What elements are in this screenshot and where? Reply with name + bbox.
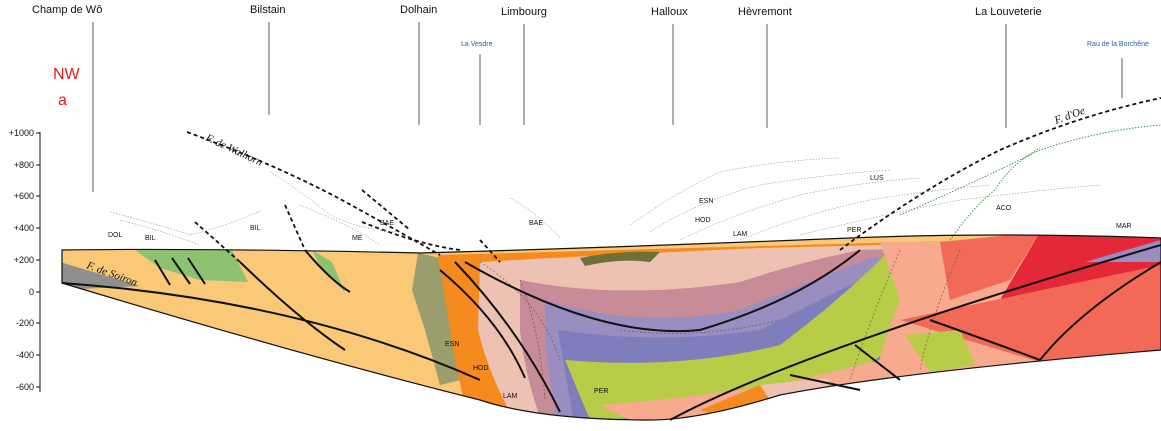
unit-label-per: PER <box>594 388 608 395</box>
ground-line-eastern-b <box>949 147 1041 241</box>
unit-label-esn: ESN <box>699 198 713 205</box>
unit-label-mar: MAR <box>1116 223 1132 230</box>
elevation-tick: -400 <box>15 350 34 360</box>
unit-label-hod: HOD <box>695 217 711 224</box>
locality-dolhain: Dolhain <box>400 4 438 16</box>
section-outline <box>61 234 1161 421</box>
river-rau-de-la-borchene: Rau de la Borchêne <box>1087 41 1149 48</box>
elevation-tick: -200 <box>15 318 34 328</box>
unit-label-lus: LUS <box>870 175 884 182</box>
unit-label-per: PER <box>847 227 861 234</box>
elevation-tick: -600 <box>15 382 34 392</box>
unit-label-me: ME <box>352 235 363 242</box>
elevation-tick: 0 <box>28 287 34 297</box>
geologic-units <box>62 235 1161 420</box>
fault-lines <box>61 244 1161 421</box>
unit-label-aco: ACO <box>996 205 1012 212</box>
unit-label-bil: BIL <box>250 225 261 232</box>
locality-la-louveterie: La Louveterie <box>975 6 1042 18</box>
river-la-vesdre: La Vesdre <box>461 41 493 48</box>
unit-label-lam: LAM <box>503 393 518 400</box>
ground-line-eastern <box>899 124 1161 216</box>
unit-label-lam: LAM <box>733 231 748 238</box>
unit-label-bae: BAE <box>380 220 394 227</box>
locality-hevremont: Hèvremont <box>738 6 792 18</box>
elevation-axis <box>36 132 41 392</box>
projected-faults <box>186 97 1161 263</box>
unit-label-dol: DOL <box>108 232 123 239</box>
eroded-layer-traces <box>109 157 1101 246</box>
locality-limbourg: Limbourg <box>501 6 547 18</box>
elevation-tick: +800 <box>13 160 34 170</box>
unit-label-bae: BAE <box>529 220 543 227</box>
locality-champ-de-wo: Champ de Wô <box>32 4 103 16</box>
fault-label-walhorn: F. de Walhorn <box>203 131 265 168</box>
elevation-tick: +1000 <box>8 128 34 138</box>
unit-label-esn: ESN <box>445 341 459 348</box>
unit-label-hod: HOD <box>473 365 489 372</box>
elevation-tick: +600 <box>13 191 34 201</box>
fault-label-oe: F. d'Oe <box>1052 105 1087 127</box>
unit-label-bil: BIL <box>145 235 156 242</box>
fault-oe-trace <box>839 97 1161 251</box>
locality-halloux: Halloux <box>651 6 688 18</box>
panel-letter: a <box>58 92 67 109</box>
orientation-direction: NW <box>53 66 80 83</box>
elevation-tick: +400 <box>13 223 34 233</box>
elevation-tick: +200 <box>13 255 34 265</box>
locality-leaders <box>92 22 1123 192</box>
locality-bilstain: Bilstain <box>250 4 286 16</box>
